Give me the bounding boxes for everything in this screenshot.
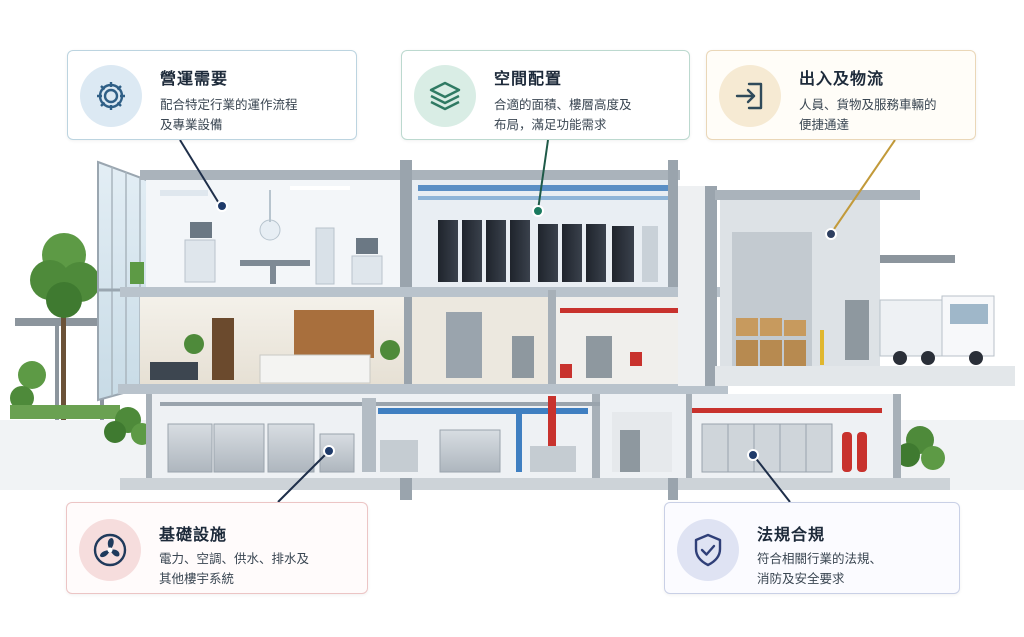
card-description-line: 人員、貨物及服務車輛的 [799, 97, 937, 112]
card-description: 電力、空調、供水、排水及 其他樓宇系統 [159, 549, 359, 589]
leader-lines [179, 139, 896, 503]
card-operations: 營運需要 配合特定行業的運作流程 及專業設備 [67, 50, 357, 140]
card-description-line: 符合相關行業的法規、 [757, 551, 883, 566]
card-access: 出入及物流 人員、貨物及服務車輛的 便捷通達 [706, 50, 976, 140]
card-description-line: 其他樓宇系統 [159, 571, 235, 586]
card-description-line: 合適的面積、樓層高度及 [494, 97, 632, 112]
card-description-line: 配合特定行業的運作流程 [160, 97, 298, 112]
shrub-right [896, 426, 945, 470]
card-title: 法規合規 [757, 525, 826, 544]
card-title: 基礎設施 [159, 525, 228, 544]
card-infrastructure: 基礎設施 電力、空調、供水、排水及 其他樓宇系統 [66, 502, 368, 594]
card-description-line: 消防及安全要求 [757, 571, 845, 586]
card-title: 出入及物流 [799, 69, 885, 88]
card-description: 合適的面積、樓層高度及 布局，滿足功能需求 [494, 95, 694, 135]
card-description: 配合特定行業的運作流程 及專業設備 [160, 95, 360, 135]
mechanical-plant [160, 396, 882, 473]
card-description: 人員、貨物及服務車輛的 便捷通達 [799, 95, 999, 135]
tree-left [10, 233, 120, 420]
lobby [150, 310, 534, 384]
truck [879, 295, 995, 365]
loading-dock [678, 186, 1015, 386]
gear-icon [80, 65, 142, 127]
card-title: 空間配置 [494, 69, 563, 88]
enter-door-icon [719, 65, 781, 127]
card-space: 空間配置 合適的面積、樓層高度及 布局，滿足功能需求 [401, 50, 690, 140]
medical-room [130, 186, 383, 285]
layers-icon [414, 65, 476, 127]
server-room [418, 185, 668, 282]
card-description-line: 電力、空調、供水、排水及 [159, 551, 310, 566]
glass-facade [97, 160, 153, 402]
card-title: 營運需要 [160, 69, 229, 88]
shield-check-icon [677, 519, 739, 581]
card-description-line: 布局，滿足功能需求 [494, 117, 607, 132]
card-description-line: 及專業設備 [160, 117, 223, 132]
fan-icon [79, 519, 141, 581]
service-corridor [560, 308, 700, 378]
card-description: 符合相關行業的法規、 消防及安全要求 [757, 549, 957, 589]
card-compliance: 法規合規 符合相關行業的法規、 消防及安全要求 [664, 502, 960, 594]
card-description-line: 便捷通達 [799, 117, 850, 132]
